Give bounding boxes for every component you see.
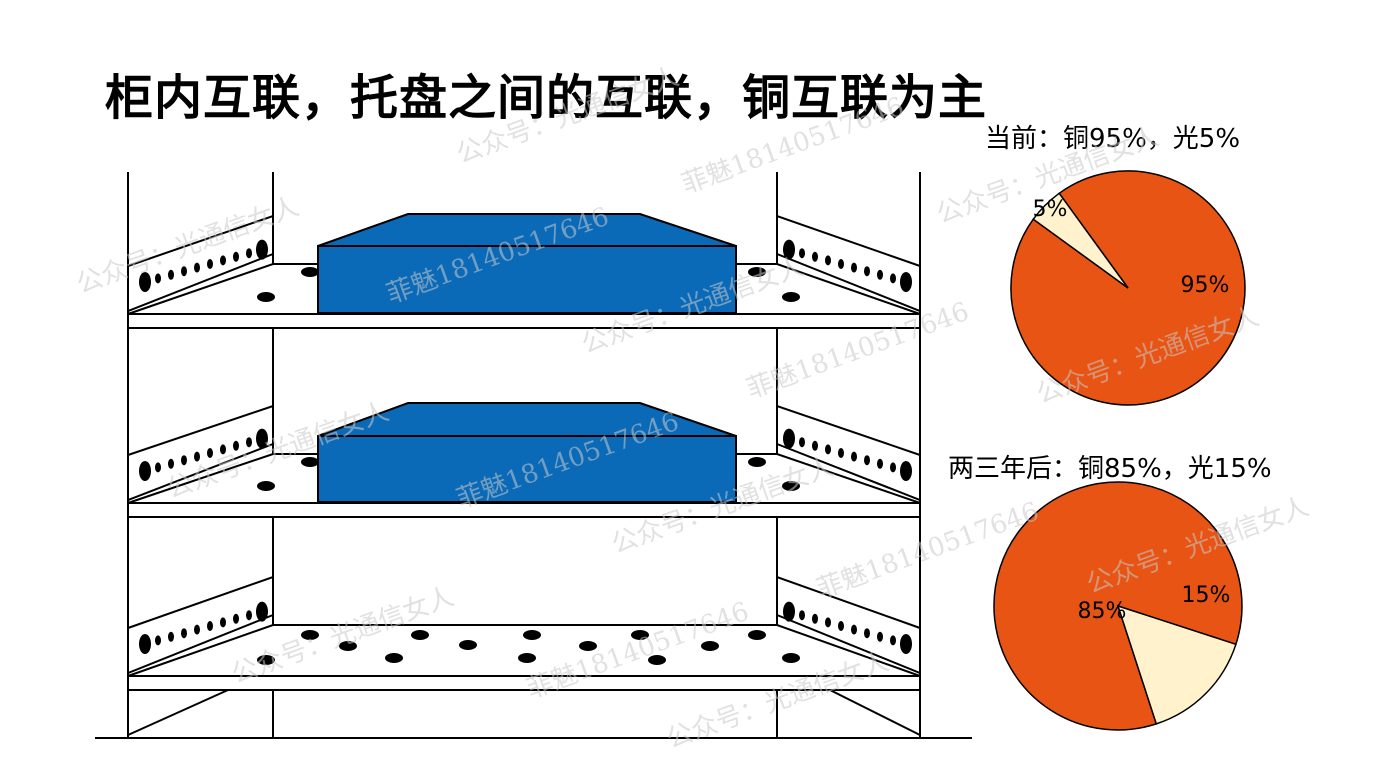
pie-slice-光 <box>1116 604 1237 725</box>
pie-slice-铜 <box>1010 170 1246 406</box>
pie-slice-光 <box>1032 192 1129 289</box>
chart-title-current: 当前：铜95%，光5% <box>985 124 1241 154</box>
chart-title-future: 两三年后：铜85%，光15% <box>948 454 1272 484</box>
data-label: 85% <box>1078 599 1127 624</box>
tray-2 <box>317 402 737 503</box>
tray-1 <box>317 213 737 314</box>
data-label: 15% <box>1182 583 1231 608</box>
shelf-3 <box>127 575 921 691</box>
page-title: 柜内互联，托盘之间的互联，铜互联为主 <box>105 70 988 126</box>
pie-chart-current: 95% 5% <box>1010 170 1246 406</box>
data-label: 5% <box>1033 197 1068 222</box>
data-label: 95% <box>1181 273 1230 298</box>
pie-chart-future: 85% 15% <box>993 481 1243 731</box>
